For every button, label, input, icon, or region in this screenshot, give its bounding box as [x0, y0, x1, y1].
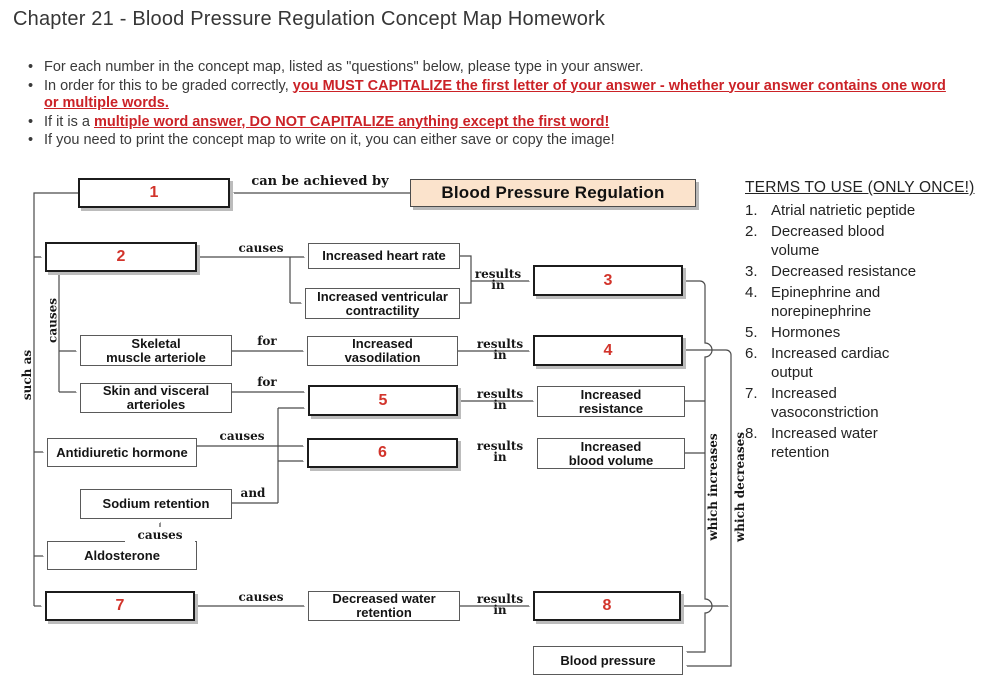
- answer-box-7: 7: [45, 591, 195, 621]
- term-item: Atrial natrietic peptide: [771, 202, 916, 219]
- edge-label-results-in: results in: [476, 592, 524, 617]
- edge-label-results-in: results in: [474, 267, 522, 292]
- answer-box-5: 5: [308, 385, 458, 416]
- term-item: Increased cardiac output: [771, 345, 890, 381]
- node-increased-heart-rate: Increased heart rate: [308, 243, 460, 269]
- node-sodium-retention: Sodium retention: [80, 489, 232, 519]
- edge-label-such-as: such as: [20, 349, 34, 401]
- terms-panel: TERMS TO USE (ONLY ONCE!) 1. Atrial natri…: [745, 178, 985, 462]
- answer-box-8: 8: [533, 591, 681, 621]
- term-item: Increased water retention: [771, 425, 878, 461]
- instruction-item: In order for this to be graded correctly…: [28, 78, 958, 113]
- edge-label-causes: causes: [125, 527, 195, 543]
- terms-heading: TERMS TO USE (ONLY ONCE!): [745, 179, 975, 196]
- topic-box-blood-pressure-regulation: Blood Pressure Regulation: [410, 179, 696, 207]
- term-number: 7.: [745, 385, 758, 402]
- edge-label-and: and: [240, 486, 266, 500]
- node-skeletal-muscle-arteriole: Skeletal muscle arteriole: [80, 335, 232, 366]
- node-blood-pressure: Blood pressure: [533, 646, 683, 675]
- edge-label-can-be-achieved-by: can be achieved by: [251, 174, 389, 189]
- node-skin-and-visceral-arterioles: Skin and visceral arterioles: [80, 383, 232, 413]
- answer-box-6: 6: [307, 438, 458, 468]
- instruction-item: If it is a multiple word answer, DO NOT …: [28, 114, 958, 132]
- page-title: Chapter 21 - Blood Pressure Regulation C…: [13, 8, 606, 30]
- answer-box-2: 2: [45, 242, 197, 272]
- term-number: 3.: [745, 263, 758, 280]
- edge-label-results-in: results in: [476, 387, 524, 412]
- node-decreased-water-retention: Decreased water retention: [308, 591, 460, 621]
- term-number: 8.: [745, 425, 758, 442]
- instructions-list: For each number in the concept map, list…: [28, 59, 958, 151]
- edge-label-causes-vertical: causes: [45, 298, 60, 343]
- answer-box-3: 3: [533, 265, 683, 296]
- instruction-text: If it is a: [44, 113, 94, 130]
- node-increased-vasodilation: Increased vasodilation: [307, 336, 458, 366]
- term-item: Epinephrine and norepinephrine: [771, 284, 881, 320]
- edge-label-causes: causes: [219, 429, 265, 443]
- term-item: Decreased blood volume: [771, 223, 885, 259]
- instruction-text: If you need to print the concept map to …: [44, 132, 615, 148]
- instruction-emphasis: you MUST CAPITALIZE the first letter of …: [44, 77, 946, 112]
- instruction-text: In order for this to be graded correctly…: [44, 77, 293, 94]
- edge-label-results-in: results in: [476, 439, 524, 464]
- answer-box-1: 1: [78, 178, 230, 208]
- node-aldosterone: Aldosterone: [47, 541, 197, 570]
- edge-label-for: for: [257, 375, 277, 389]
- term-number: 2.: [745, 223, 758, 240]
- term-item: Increased vasoconstriction: [771, 385, 879, 421]
- term-number: 6.: [745, 345, 758, 362]
- terms-list: 1. Atrial natrietic peptide 2. Decreased b…: [745, 201, 985, 462]
- node-antidiuretic-hormone: Antidiuretic hormone: [47, 438, 197, 467]
- node-increased-resistance: Increased resistance: [537, 386, 685, 417]
- node-increased-blood-volume: Increased blood volume: [537, 438, 685, 469]
- term-number: 5.: [745, 324, 758, 341]
- instruction-item: For each number in the concept map, list…: [28, 59, 958, 77]
- instruction-item: If you need to print the concept map to …: [28, 132, 958, 150]
- edge-label-for: for: [257, 334, 277, 348]
- edge-label-causes: causes: [238, 241, 284, 255]
- term-item: Hormones: [771, 324, 841, 341]
- instruction-text: For each number in the concept map, list…: [44, 59, 644, 75]
- instruction-emphasis: multiple word answer, DO NOT CAPITALIZE …: [93, 113, 610, 130]
- term-item: Decreased resistance: [771, 263, 917, 280]
- node-increased-ventricular-contractility: Increased ventricular contractility: [305, 288, 460, 319]
- edge-label-which-increases: which increases: [706, 433, 720, 541]
- term-number: 1.: [745, 202, 758, 219]
- concept-map-image: Blood Pressure Regulation 1 2 3 4 5 6 7 …: [0, 170, 987, 689]
- edge-label-causes: causes: [238, 590, 284, 604]
- concept-map-wiring: [33, 170, 732, 667]
- term-number: 4.: [745, 284, 758, 301]
- edge-label-results-in: results in: [476, 337, 524, 362]
- answer-box-4: 4: [533, 335, 683, 366]
